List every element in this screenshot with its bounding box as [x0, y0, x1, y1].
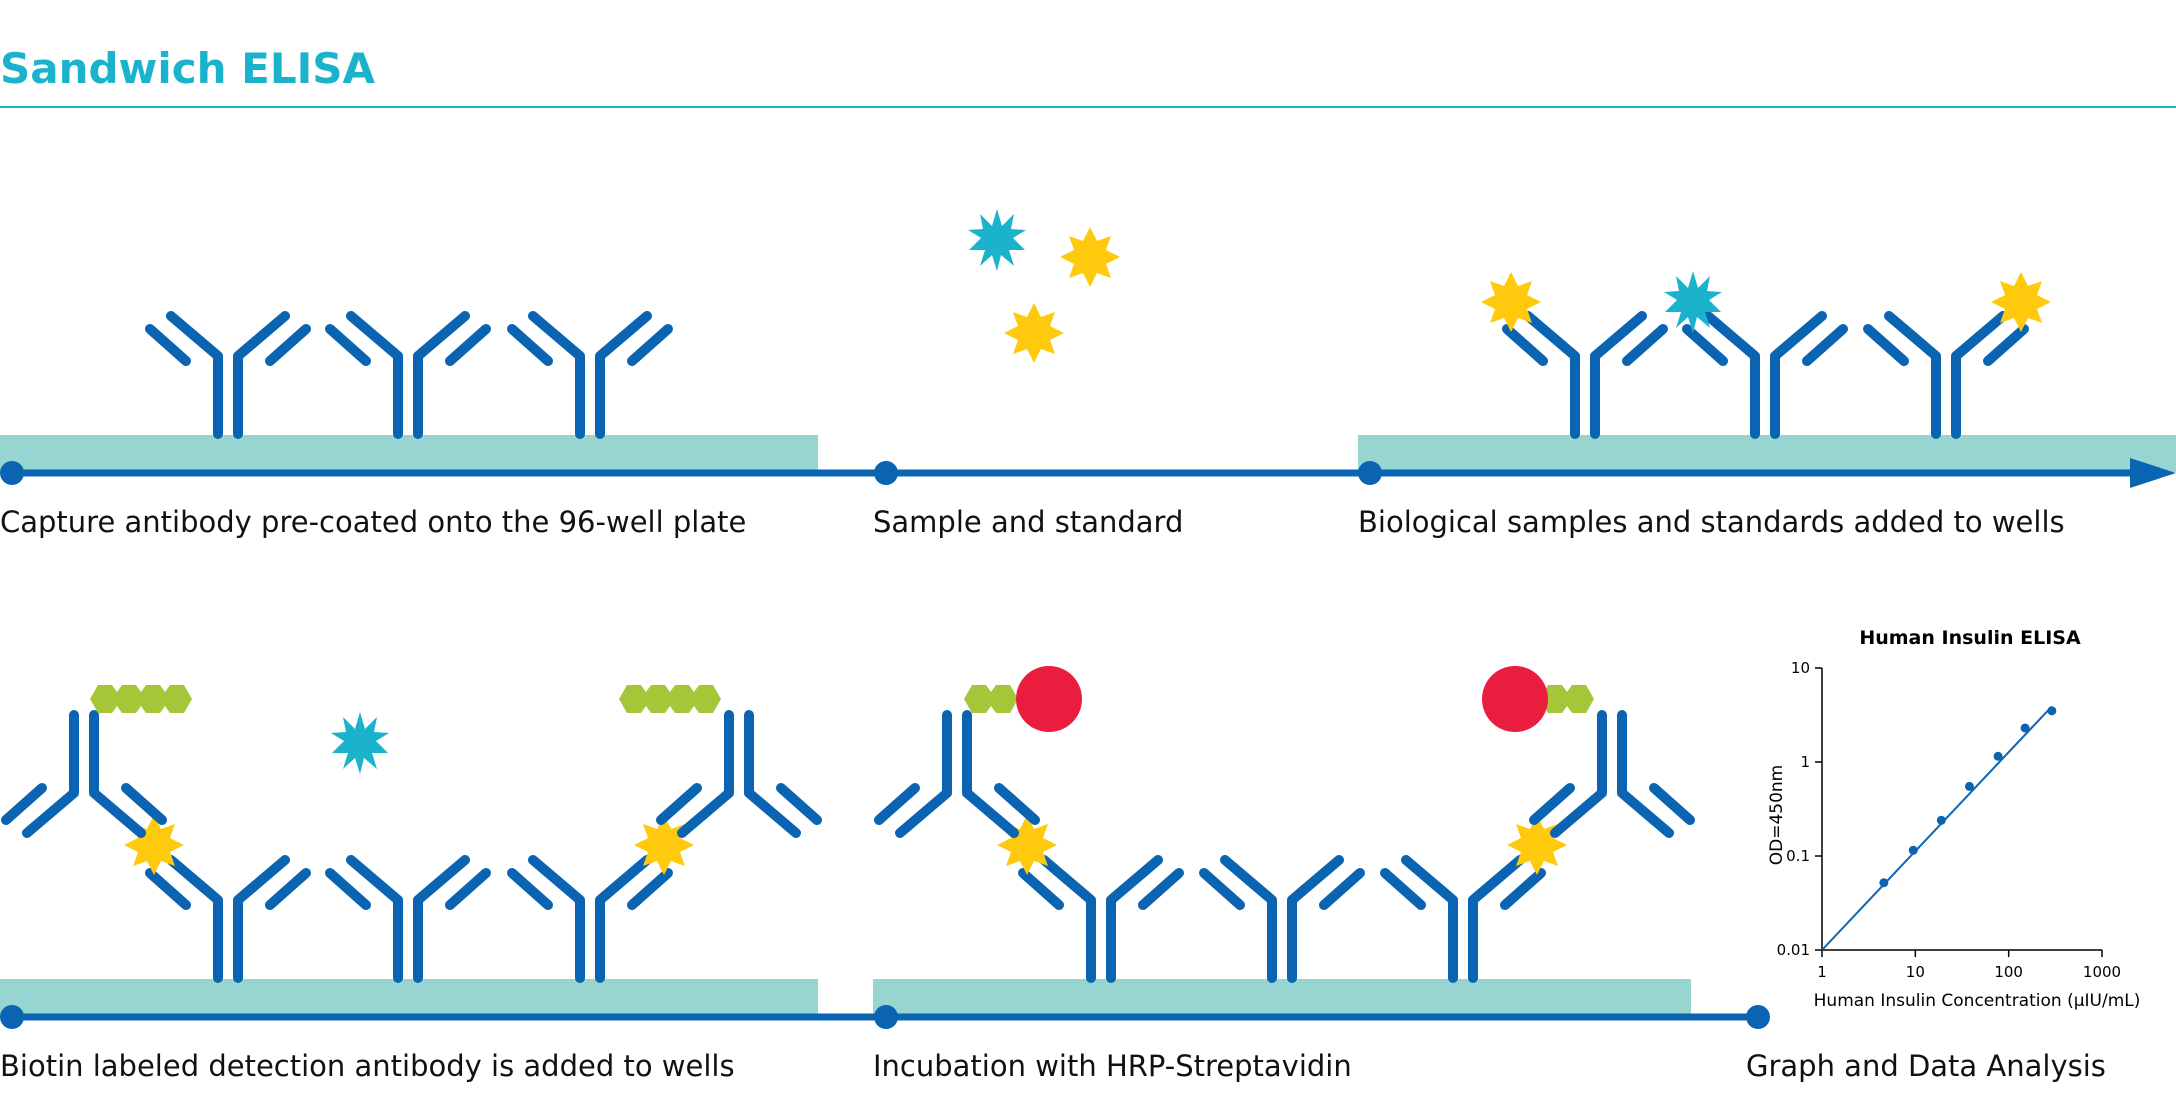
- biotin-label-icon: [1540, 685, 1594, 713]
- timeline-node: [874, 461, 898, 485]
- timeline-node: [1746, 1005, 1770, 1029]
- plate-well-step5: [873, 979, 1691, 1016]
- y-tick-label: 0.1: [1786, 847, 1810, 865]
- capture-antibody: [1023, 860, 1179, 978]
- biotin-label-icon: [90, 685, 192, 713]
- y-axis-label: OD=450nm: [1767, 765, 1787, 866]
- plate-well-step4: [0, 979, 818, 1016]
- capture-antibody: [512, 316, 668, 434]
- page-title: Sandwich ELISA: [0, 44, 376, 93]
- bound-antigen-icon: [1991, 272, 2051, 332]
- bound-antigen-icon: [1481, 272, 1541, 332]
- step6-caption: Graph and Data Analysis: [1746, 1049, 2106, 1083]
- capture-antibody: [330, 860, 486, 978]
- step2-caption: Sample and standard: [873, 505, 1184, 539]
- y-tick-label: 0.01: [1777, 941, 1810, 959]
- data-point: [1908, 845, 1918, 855]
- capture-antibody: [150, 316, 306, 434]
- data-point: [1964, 781, 1974, 791]
- chart-title: Human Insulin ELISA: [1859, 627, 2081, 649]
- x-tick-label: 1000: [2083, 963, 2121, 981]
- timeline-node: [0, 461, 24, 485]
- detection-antibody: [1534, 715, 1690, 833]
- target-antigen-icon: [1060, 227, 1120, 287]
- capture-antibody: [1385, 860, 1541, 978]
- detection-antibody: [879, 715, 1035, 833]
- y-tick-label: 1: [1800, 753, 1810, 771]
- data-point: [1993, 751, 2003, 761]
- data-point: [1879, 878, 1889, 888]
- step3-caption: Biological samples and standards added t…: [1358, 505, 2065, 539]
- data-point: [1936, 815, 1946, 825]
- x-tick-label: 100: [1994, 963, 2023, 981]
- step5-caption: Incubation with HRP-Streptavidin: [873, 1049, 1352, 1083]
- step1-caption: Capture antibody pre-coated onto the 96-…: [0, 505, 747, 539]
- step4-caption: Biotin labeled detection antibody is add…: [0, 1049, 735, 1083]
- capture-antibody: [1507, 316, 1663, 434]
- x-tick-label: 10: [1906, 963, 1925, 981]
- y-tick-label: 10: [1791, 659, 1810, 677]
- capture-antibody: [150, 860, 306, 978]
- capture-antibody: [330, 316, 486, 434]
- capture-antibody: [512, 860, 668, 978]
- insulin-chart: 1 10 100 1000 0.01 0.1 1 10 Human Insulin ELISA H…: [1767, 627, 2140, 1011]
- x-axis-label: Human Insulin Concentration (μIU/mL): [1814, 991, 2141, 1011]
- timeline-node: [1358, 461, 1382, 485]
- biotin-label-icon: [964, 685, 1018, 713]
- data-point: [2020, 723, 2030, 733]
- detection-antibody: [661, 715, 817, 833]
- standard-curve-line: [1821, 705, 2053, 951]
- timeline-arrowhead: [2130, 458, 2176, 488]
- non-target-antigen-icon: [331, 712, 389, 774]
- detection-antibody: [6, 715, 162, 833]
- title-underline: [0, 106, 2176, 108]
- capture-antibody: [1687, 316, 1843, 434]
- hrp-streptavidin-icon: [1482, 666, 1548, 732]
- non-target-antigen-icon: [968, 209, 1026, 271]
- timeline-node: [0, 1005, 24, 1029]
- x-tick-label: 1: [1817, 963, 1827, 981]
- plate-well-step3: [1358, 435, 2176, 472]
- timeline-node: [874, 1005, 898, 1029]
- data-point: [2047, 706, 2057, 716]
- capture-antibody: [1204, 860, 1360, 978]
- plate-well-step1: [0, 435, 818, 472]
- hrp-streptavidin-icon: [1016, 666, 1082, 732]
- capture-antibody: [1868, 316, 2024, 434]
- biotin-label-icon: [619, 685, 721, 713]
- target-antigen-icon: [1004, 303, 1064, 363]
